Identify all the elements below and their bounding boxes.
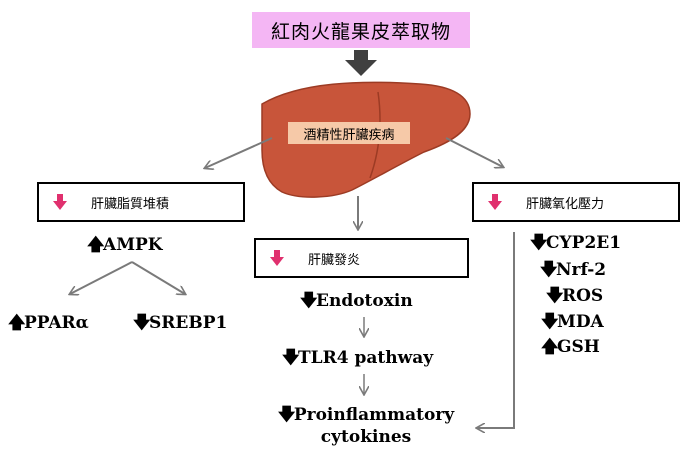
lipid-accumulation-label: 肝臟脂質堆積	[91, 196, 170, 212]
down-arrow-icon: 🡇	[541, 312, 559, 332]
mda-label: MDA	[557, 312, 604, 332]
cytokines-marker: 🡇Proinflammatory cytokines	[266, 404, 466, 448]
inflammation-label: 肝臟發炎	[308, 252, 361, 268]
ppara-marker: 🡅PPARα	[8, 310, 89, 339]
down-arrow-icon: 🡇	[300, 291, 318, 311]
down-arrow-icon: 🡇	[133, 313, 151, 333]
nrf2-marker: 🡇Nrf-2	[540, 257, 606, 286]
arrow-ampk-to-ppara	[70, 261, 133, 294]
down-arrow-icon: 🡇	[546, 286, 564, 306]
arrow-oxidative-to-cytokines	[477, 232, 515, 428]
ampk-label: AMPK	[103, 235, 163, 255]
ppara-label: PPARα	[24, 313, 89, 333]
pink-down-arrow-icon	[47, 194, 73, 210]
oxidative-stress-label: 肝臟氧化壓力	[526, 196, 605, 212]
cytokines-label-line1: Proinflammatory	[293, 405, 455, 425]
srebp1-label: SREBP1	[149, 313, 228, 333]
ros-label: ROS	[562, 286, 604, 306]
ros-marker: 🡇ROS	[546, 283, 603, 312]
tlr4-label: TLR4 pathway	[298, 348, 434, 368]
up-arrow-icon: 🡅	[8, 313, 26, 333]
cyp2e1-label: CYP2E1	[546, 233, 622, 253]
srebp1-marker: 🡇SREBP1	[133, 310, 227, 339]
arrow-liver-to-left	[205, 137, 273, 168]
cytokines-label-line2: cytokines	[320, 427, 412, 447]
endotoxin-marker: 🡇Endotoxin	[300, 288, 413, 317]
arrow-liver-to-right	[445, 137, 503, 167]
pink-down-arrow-icon	[482, 194, 508, 210]
down-arrow-icon: 🡇	[530, 233, 548, 253]
liver-label: 酒精性肝臟疾病	[288, 122, 410, 144]
mda-marker: 🡇MDA	[541, 309, 604, 338]
gsh-label: GSH	[557, 337, 600, 357]
pink-down-arrow-icon	[264, 250, 290, 266]
extract-title: 紅肉火龍果皮萃取物	[252, 12, 470, 48]
title-down-arrow-icon	[345, 50, 377, 76]
up-arrow-icon: 🡅	[541, 337, 559, 357]
up-arrow-icon: 🡅	[87, 235, 105, 255]
down-arrow-icon: 🡇	[277, 405, 296, 425]
cyp2e1-marker: 🡇CYP2E1	[530, 230, 621, 259]
arrow-ampk-to-srebp1	[131, 261, 185, 294]
gsh-marker: 🡅GSH	[541, 334, 600, 363]
ampk-marker: 🡅AMPK	[87, 232, 163, 261]
down-arrow-icon: 🡇	[540, 260, 558, 280]
inflammation-box: 肝臟發炎	[254, 238, 469, 278]
down-arrow-icon: 🡇	[282, 348, 300, 368]
endotoxin-label: Endotoxin	[316, 291, 413, 311]
lipid-accumulation-box: 肝臟脂質堆積	[37, 182, 245, 222]
nrf2-label: Nrf-2	[556, 260, 607, 280]
oxidative-stress-box: 肝臟氧化壓力	[472, 182, 680, 222]
tlr4-marker: 🡇TLR4 pathway	[282, 345, 433, 374]
